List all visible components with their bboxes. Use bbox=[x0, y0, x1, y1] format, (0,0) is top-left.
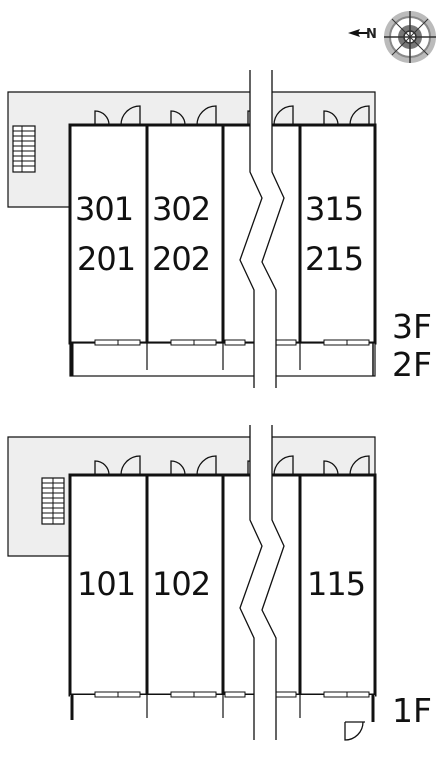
compass-rose-icon bbox=[348, 11, 436, 63]
unit-label-115: 115 bbox=[307, 565, 366, 603]
north-label: N bbox=[366, 27, 377, 42]
unit-label-301: 301 bbox=[75, 190, 134, 228]
unit-label-315: 315 bbox=[305, 190, 364, 228]
unit-label-215: 215 bbox=[305, 240, 364, 278]
staircase-icon bbox=[41, 477, 65, 525]
unit-label-201: 201 bbox=[77, 240, 136, 278]
floor-label-2f: 2F bbox=[392, 345, 432, 384]
unit-label-302: 302 bbox=[152, 190, 211, 228]
lower-block bbox=[7, 425, 377, 741]
door-icon bbox=[344, 721, 365, 741]
upper-block bbox=[7, 70, 377, 388]
floor-label-1f: 1F bbox=[392, 691, 432, 730]
staircase-icon bbox=[12, 125, 36, 173]
unit-label-202: 202 bbox=[152, 240, 211, 278]
floor-label-3f: 3F bbox=[392, 307, 432, 346]
unit-label-101: 101 bbox=[77, 565, 136, 603]
unit-label-102: 102 bbox=[152, 565, 211, 603]
